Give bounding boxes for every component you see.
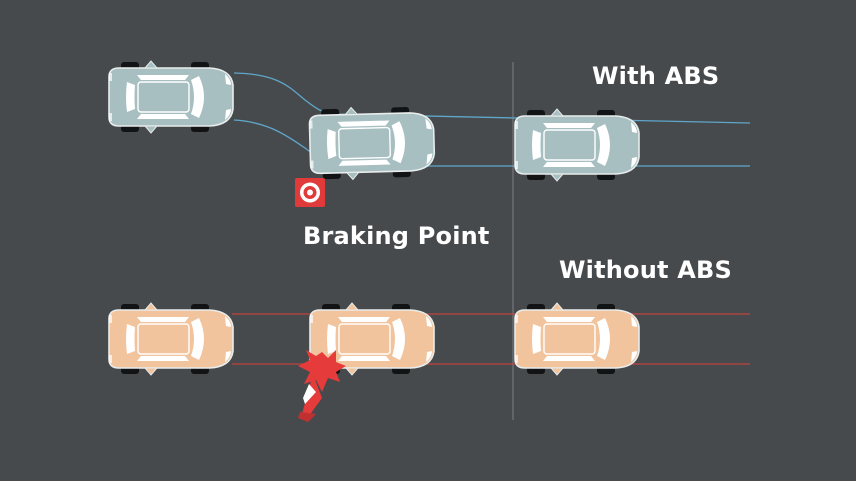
braking-point-label: Braking Point xyxy=(303,222,490,250)
without-abs-label: Without ABS xyxy=(559,256,733,284)
with-abs-label: With ABS xyxy=(592,62,720,90)
traffic-cone-icon xyxy=(298,374,322,422)
no-abs-car-start xyxy=(108,302,234,376)
abs-car-swerving xyxy=(308,104,436,182)
abs-car-start xyxy=(108,60,234,134)
target-icon xyxy=(295,178,325,207)
no-abs-car-end xyxy=(514,302,640,376)
abs-car-end xyxy=(514,108,640,182)
impact-burst-icon xyxy=(298,350,346,392)
